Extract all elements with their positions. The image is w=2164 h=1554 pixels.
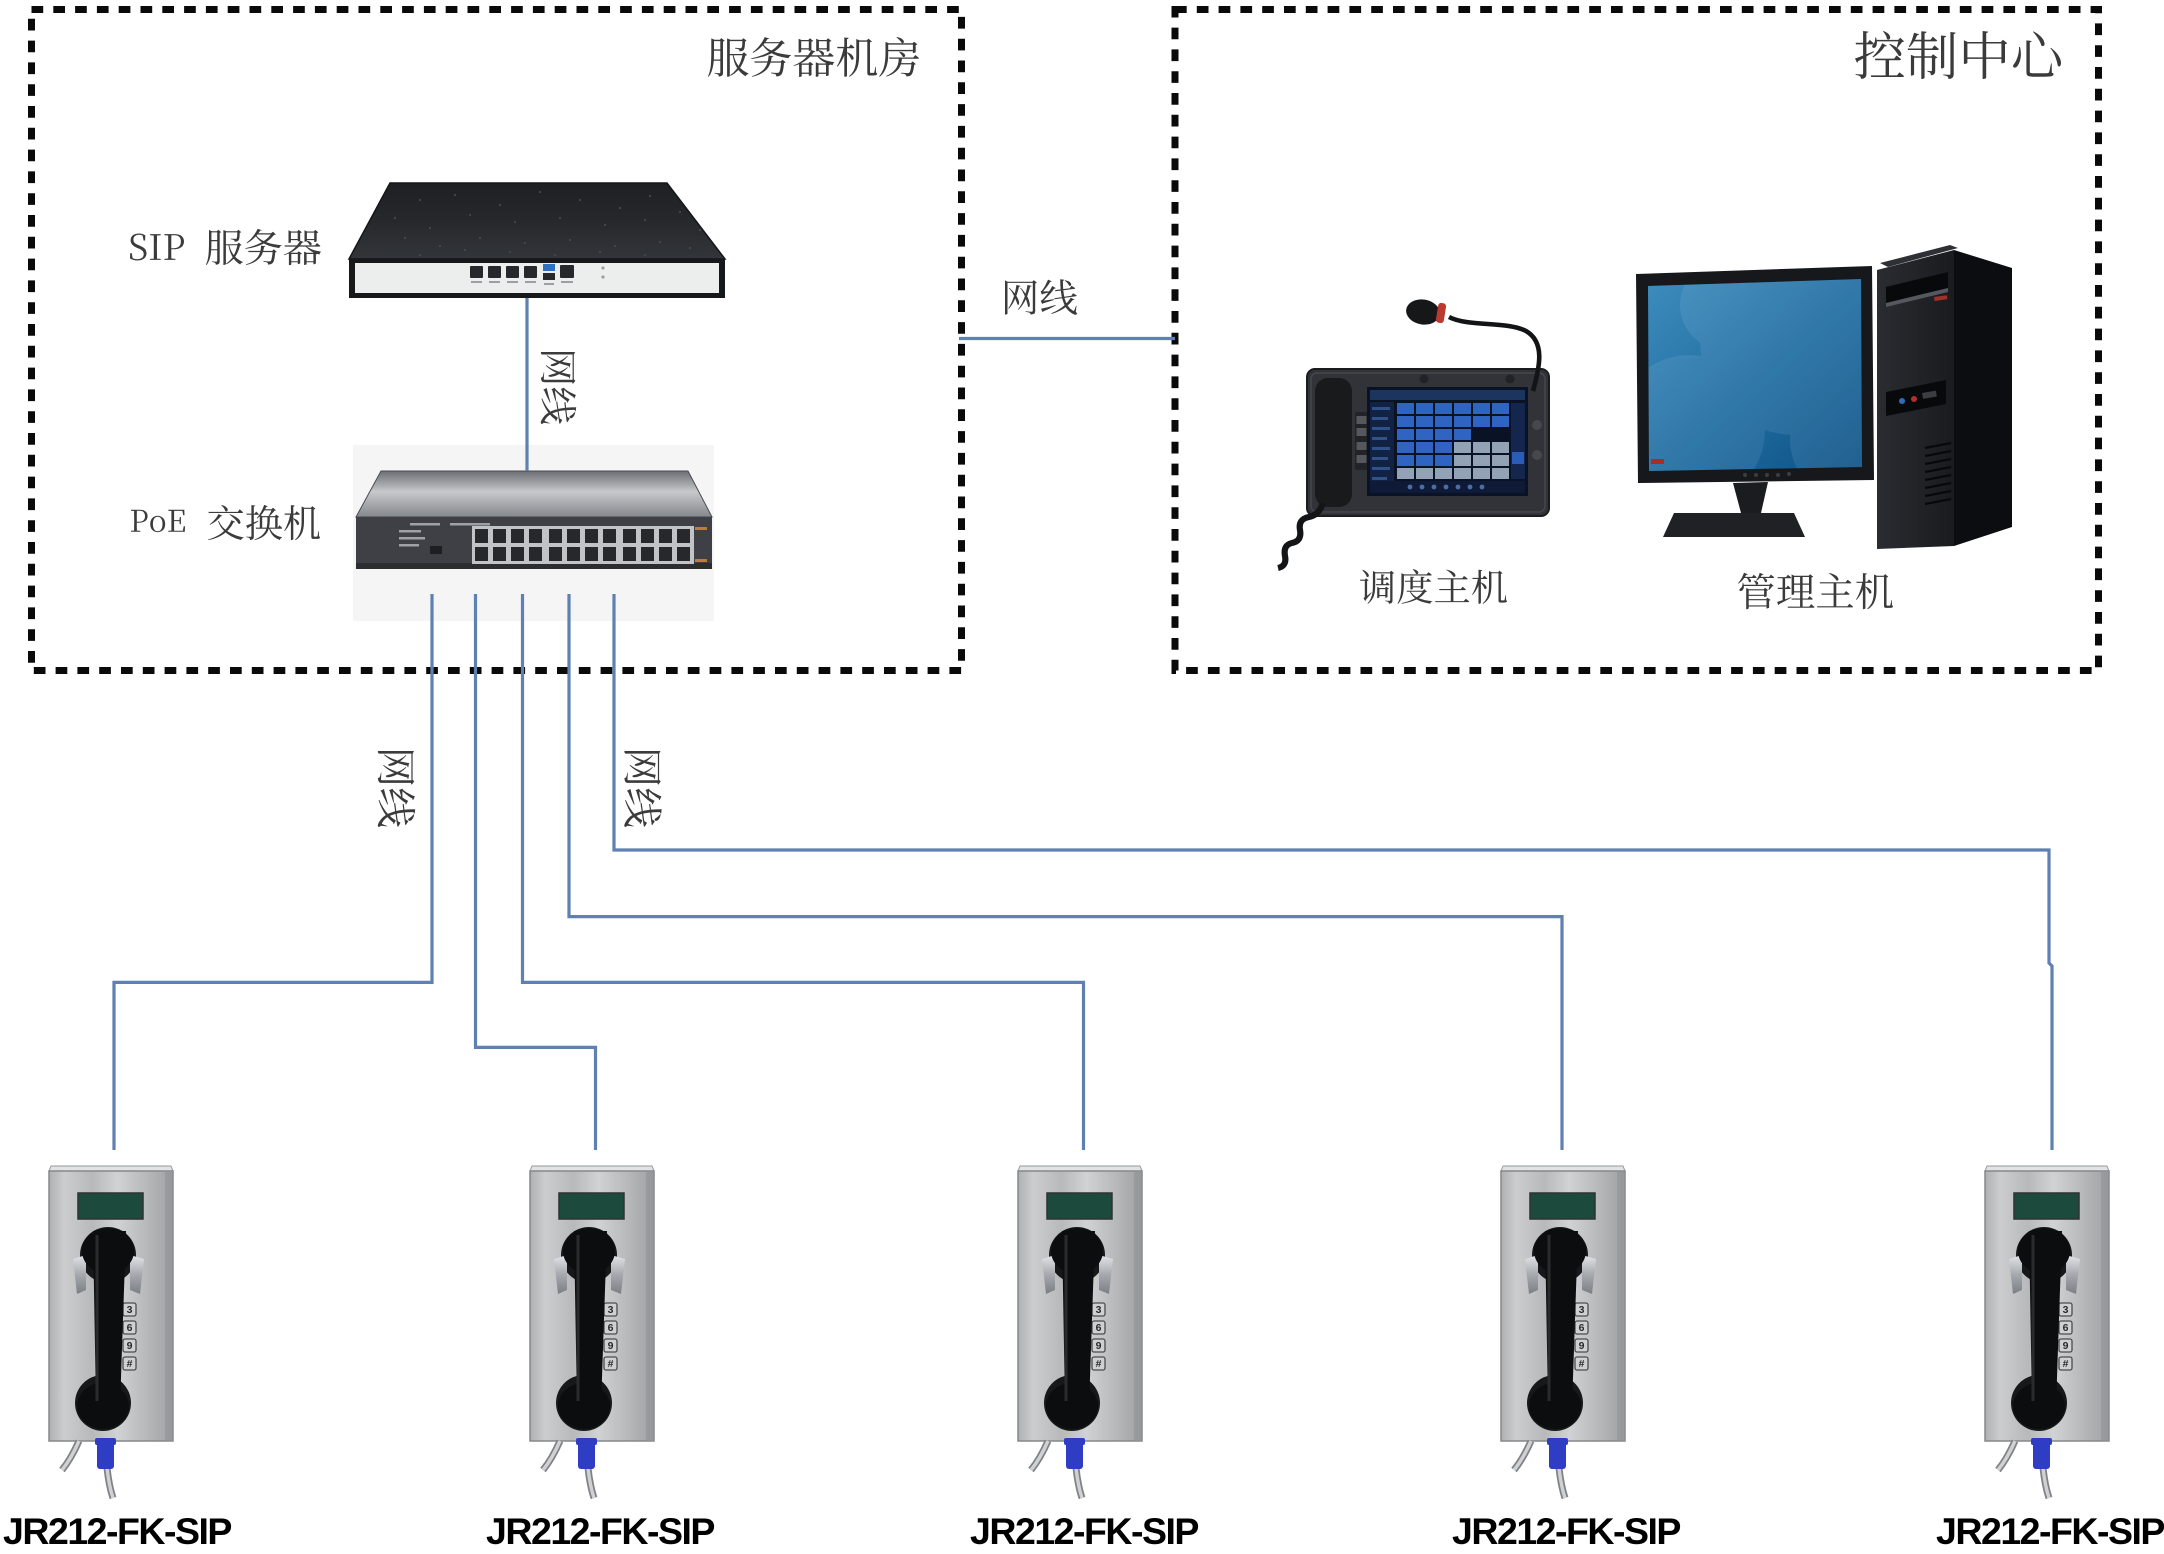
svg-text:JR212-FK-SIP: JR212-FK-SIP	[1452, 1510, 1680, 1552]
svg-text:JR212-FK-SIP: JR212-FK-SIP	[970, 1510, 1198, 1552]
svg-text:JR212-FK-SIP: JR212-FK-SIP	[1936, 1510, 2164, 1552]
svg-text:JR212-FK-SIP: JR212-FK-SIP	[3, 1510, 231, 1552]
svg-text:JR212-FK-SIP: JR212-FK-SIP	[486, 1510, 714, 1552]
